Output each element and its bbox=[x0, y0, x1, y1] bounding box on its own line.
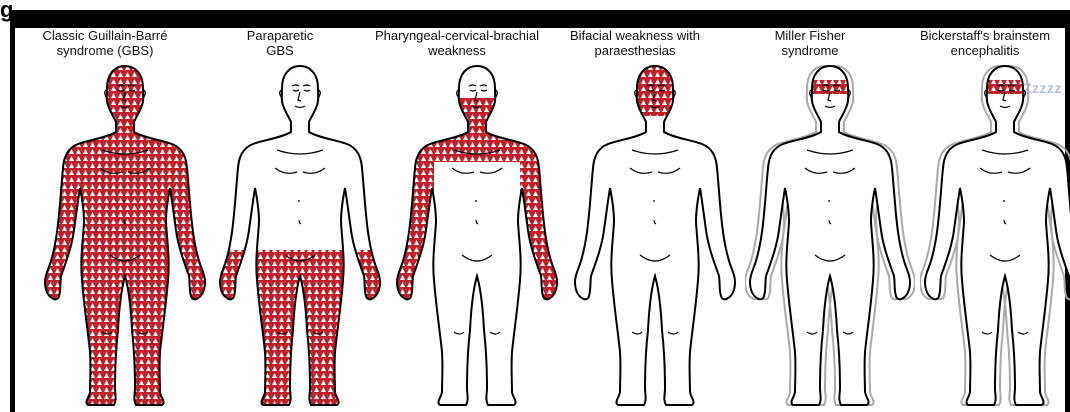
body-figure-2 bbox=[215, 50, 385, 412]
body-figure-1 bbox=[40, 50, 210, 412]
body-figure-5 bbox=[745, 50, 915, 412]
body-figure-3 bbox=[392, 50, 562, 412]
body-figure-6 bbox=[920, 50, 1070, 412]
affected-region bbox=[40, 50, 210, 412]
body-figure-4 bbox=[570, 50, 740, 412]
